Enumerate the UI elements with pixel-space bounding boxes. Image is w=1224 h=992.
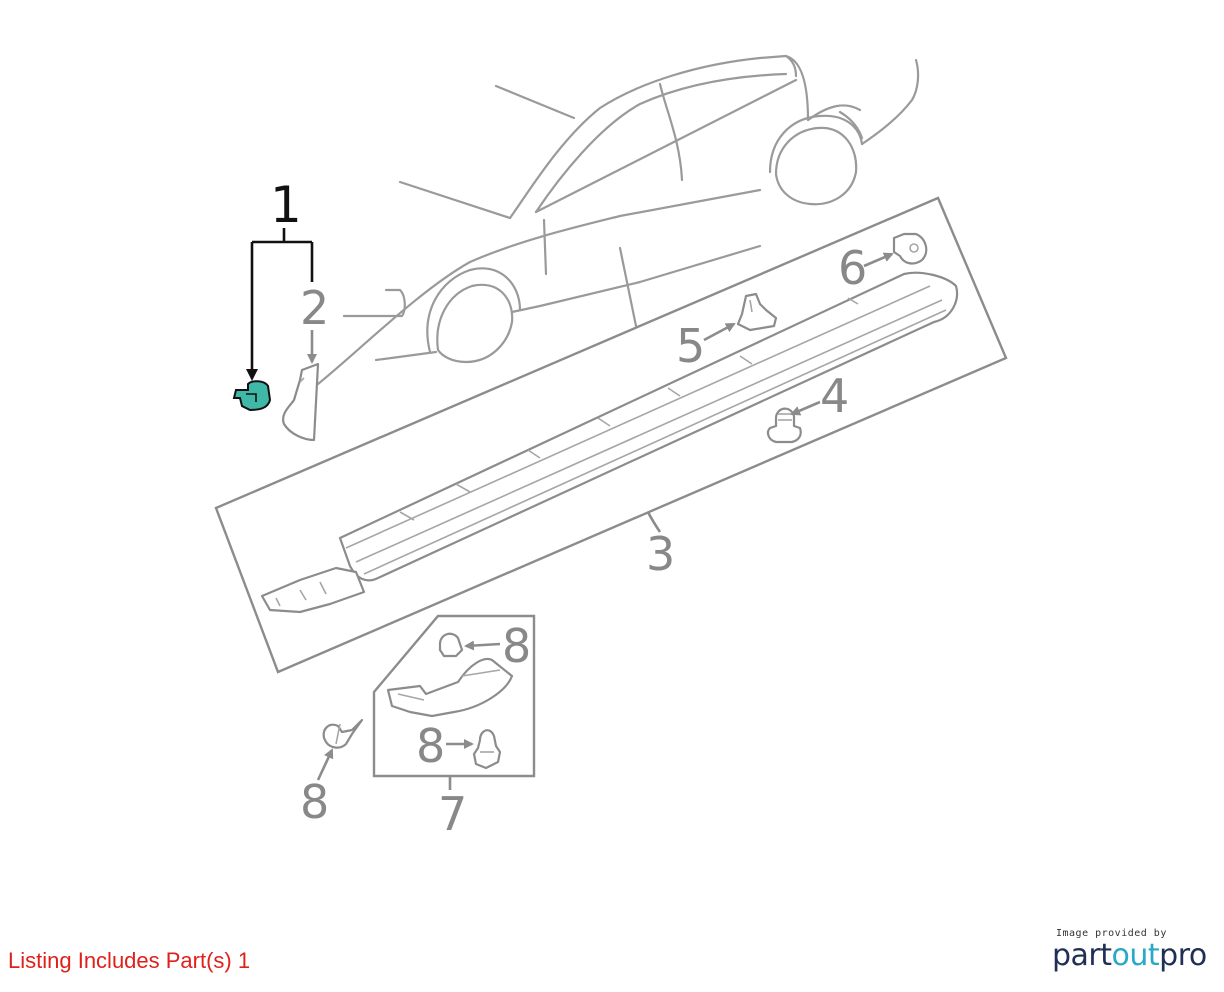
part-4-clip <box>766 407 802 444</box>
part-1-highlighted <box>232 380 272 412</box>
callout-8-left-leader <box>316 748 334 781</box>
part-3-frame <box>214 196 1008 674</box>
brand-wordmark-pro: pro <box>1159 938 1207 973</box>
callout-4-leader <box>790 400 821 416</box>
part-8-fastener-upper <box>438 632 464 658</box>
part-3-rocker-panel <box>260 271 959 614</box>
callout-8-upper: 8 <box>502 619 531 673</box>
brand-logo: Image provided by partoutpro <box>1052 928 1208 973</box>
part-7-guard <box>386 657 514 718</box>
callout-2: 2 <box>300 281 329 335</box>
brand-caption: Image provided by <box>1056 928 1167 939</box>
brand-wordmark-out: out <box>1111 938 1160 973</box>
callout-8-lower: 8 <box>416 719 445 773</box>
brand-wordmark-part: part <box>1052 938 1112 973</box>
callout-5-leader <box>703 322 736 342</box>
callout-3-leader <box>646 511 662 533</box>
callout-6: 6 <box>838 241 867 295</box>
part-2-mud-guard <box>282 362 320 442</box>
part-6-clip <box>892 232 928 265</box>
part-5-retainer <box>736 292 778 332</box>
listing-includes-note: Listing Includes Part(s) 1 <box>8 948 251 973</box>
part-7-frame <box>372 614 536 778</box>
callout-5: 5 <box>676 319 705 373</box>
callout-1-leader <box>246 228 314 381</box>
callout-4: 4 <box>820 369 849 423</box>
part-8-fastener-left <box>322 718 364 749</box>
callout-1: 1 <box>270 176 302 234</box>
part-8-fastener-lower <box>472 729 502 770</box>
callout-6-leader <box>863 252 894 268</box>
callout-8-upper-leader <box>464 640 501 651</box>
brand-wordmark: partoutpro <box>1052 939 1208 973</box>
callout-8-left: 8 <box>300 775 329 829</box>
vehicle-outline <box>316 54 920 386</box>
callout-3: 3 <box>646 527 675 581</box>
callout-7: 7 <box>438 787 467 841</box>
